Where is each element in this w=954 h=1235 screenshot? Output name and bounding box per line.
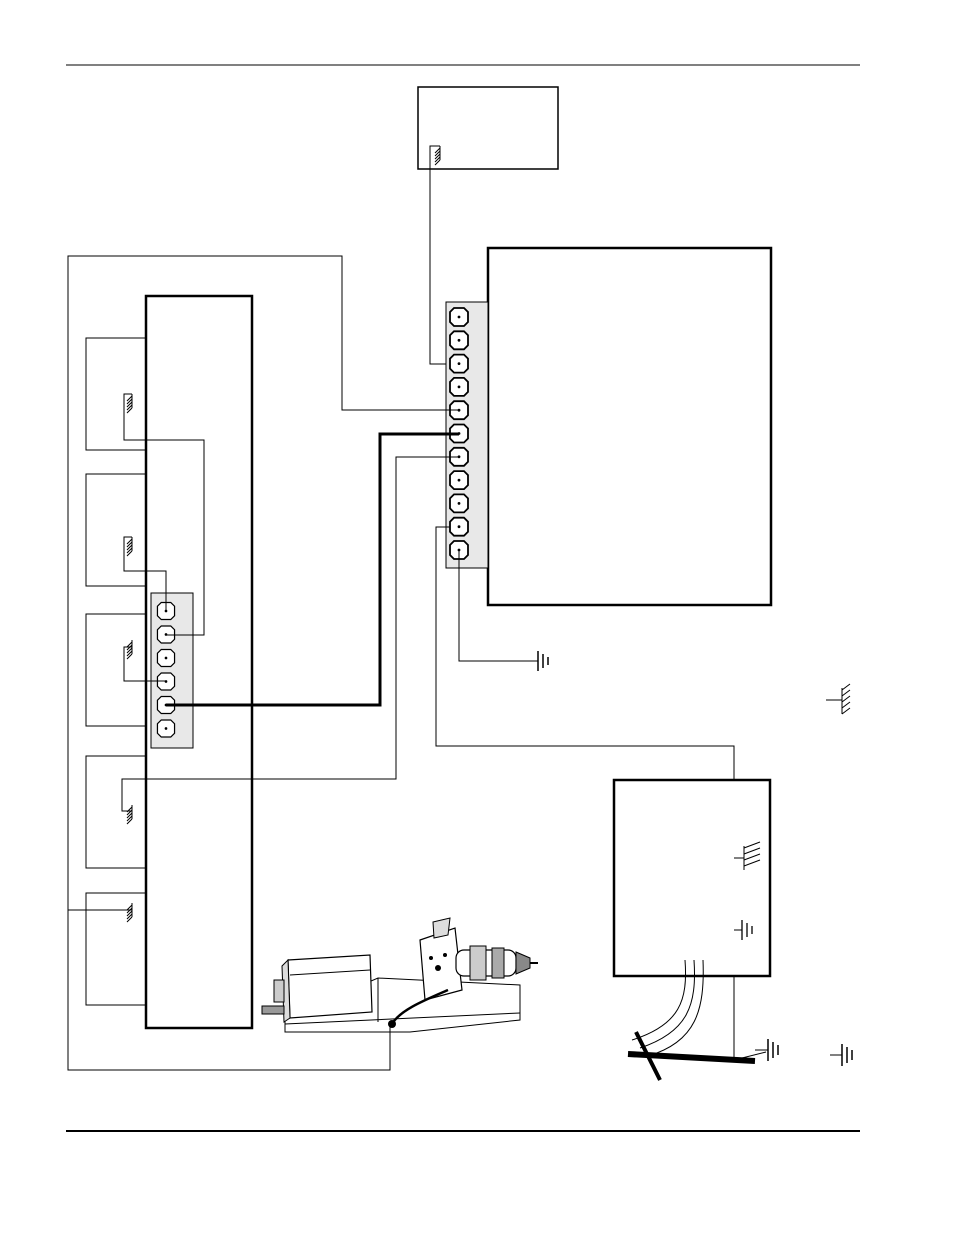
earth-ground-icon [734,920,753,940]
torch-lifter [261,917,538,1033]
lower-right-box [612,778,772,978]
main-unit [445,246,773,607]
chassis-ground-icon [126,804,133,825]
chassis-ground-icon [734,841,761,870]
main-terminal-3 [449,353,469,374]
earth-ground-icon [530,651,549,671]
sub-module-4 [85,755,146,869]
main-terminal-1 [449,307,469,327]
chassis-ground-icon [826,683,851,715]
sub-module-2 [85,473,146,587]
wire-terminal-11-to-earth [458,550,530,662]
main-terminal-8 [449,470,469,491]
main-terminal-2 [449,330,469,351]
wire-module-4 [121,456,459,812]
wire-module-2-to-terminal-1 [123,536,167,611]
chassis-ground-icon [126,536,133,557]
main-terminal-4 [449,376,469,397]
sub-module-5 [85,892,146,1006]
earth-ground-icon [830,1044,853,1066]
sub-module-3 [85,613,146,727]
wire-top-box-to-terminal-3 [429,145,450,365]
control-terminal-6 [156,719,176,738]
control-terminals [156,601,176,738]
main-terminal-9 [449,493,469,514]
chassis-ground-icon [126,902,133,923]
wire-heavy-ground [166,432,459,707]
work-table [627,959,767,1081]
earth-ground-icon [755,1039,779,1061]
top-box [417,86,559,170]
control-terminal-3 [156,648,176,668]
wire-module-1-to-terminal-2 [123,393,205,636]
wire-module-3-to-terminal-4 [123,646,166,682]
chassis-ground-icon [126,393,133,414]
chassis-ground-icon [126,639,133,660]
wire-outer-loop [67,255,459,910]
sub-module-1 [85,337,146,451]
main-terminal-10 [449,516,469,537]
main-terminals [449,307,469,560]
